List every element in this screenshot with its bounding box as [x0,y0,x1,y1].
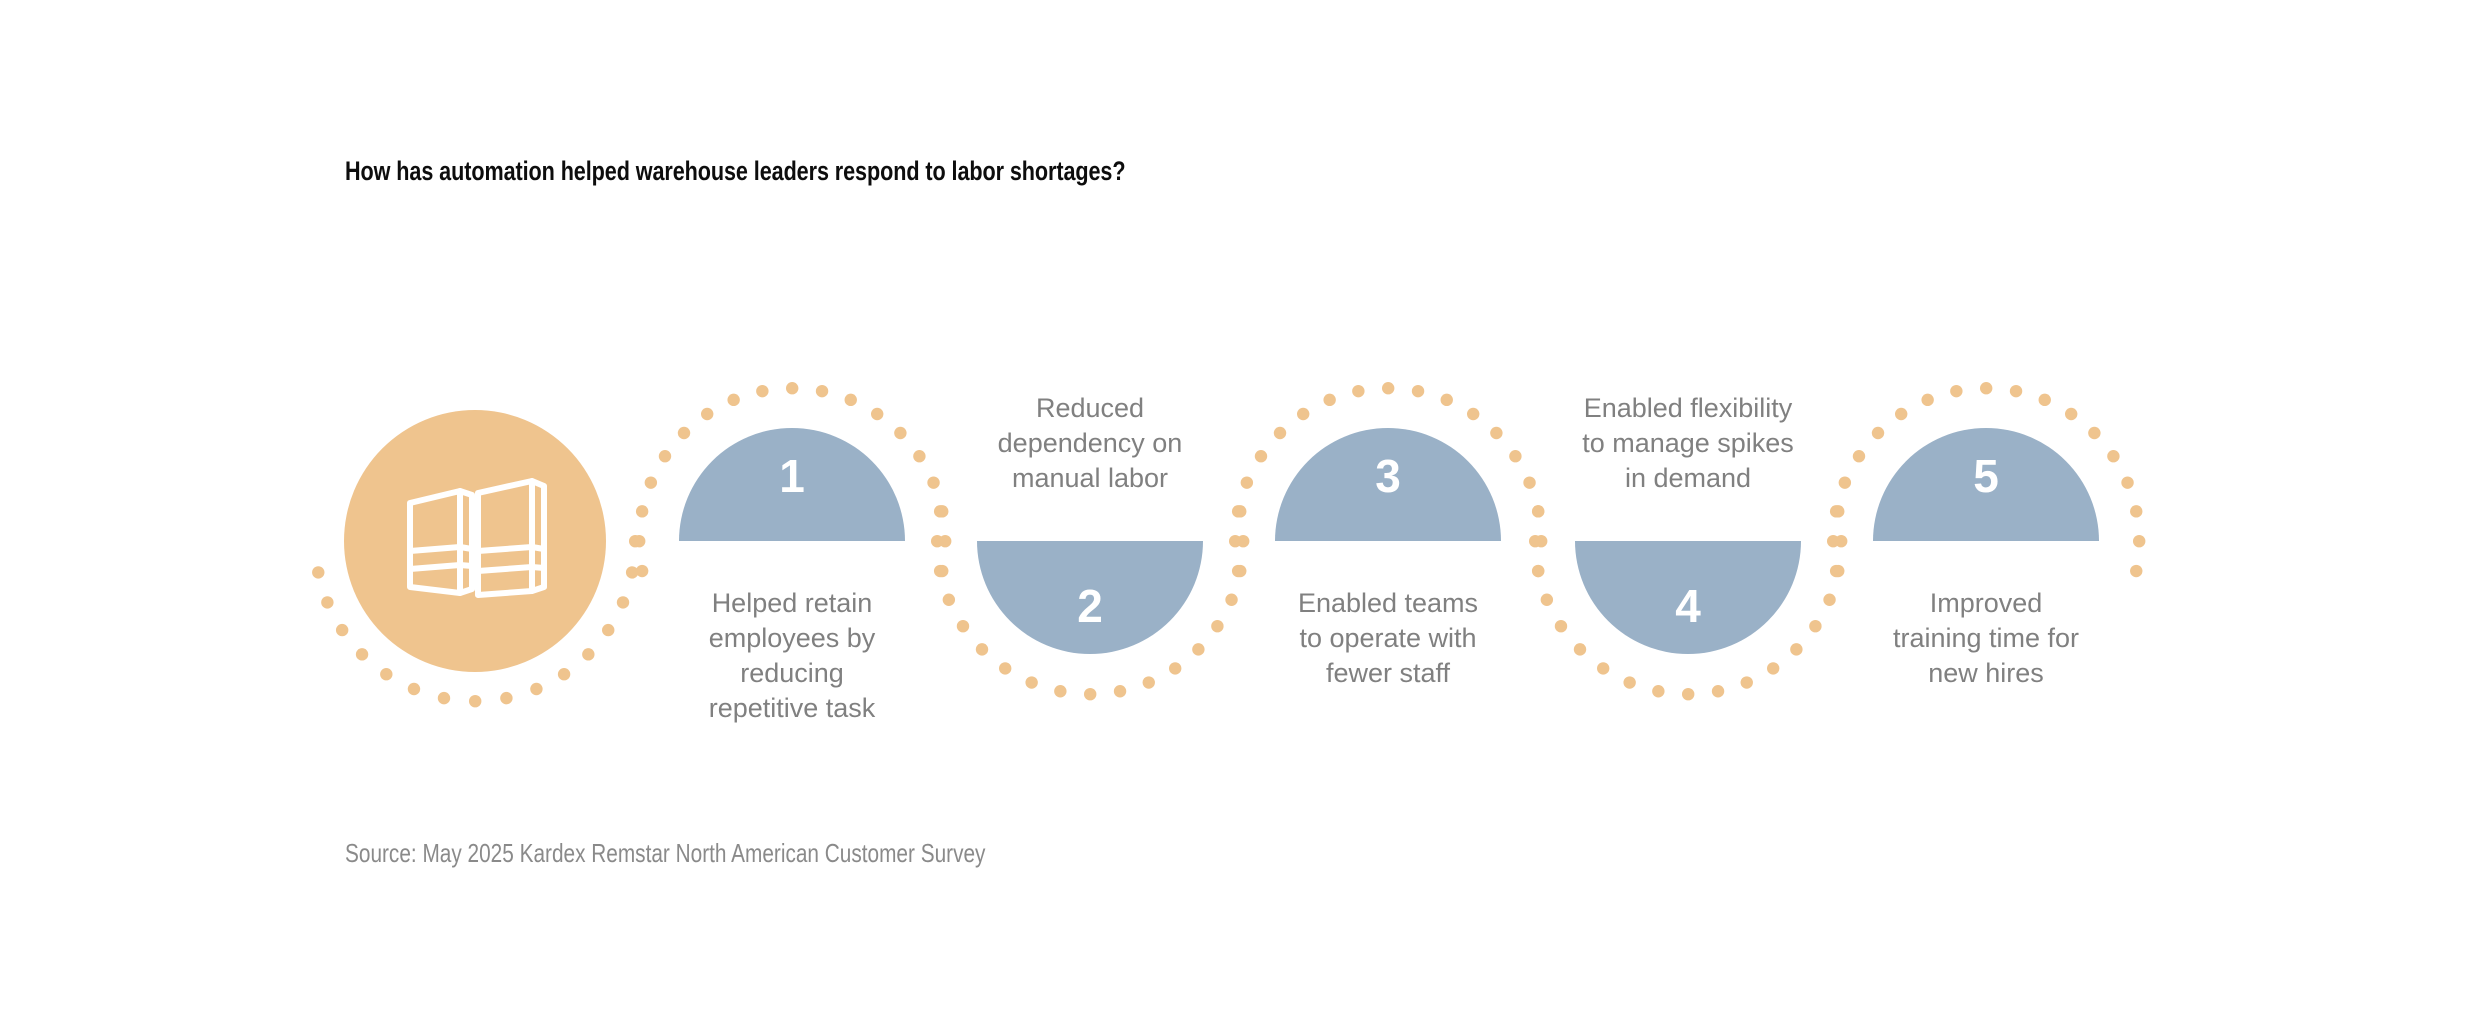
step-caption-4: Enabled flexibility to manage spikes in … [1582,392,1794,493]
lead-circle [344,410,606,672]
dotted-ring-step-5 [1826,381,2146,578]
step-caption-3: Enabled teams to operate with fewer staf… [1297,588,1479,689]
dotted-ring-step-3 [1228,381,1548,578]
dotted-ring-lead [311,534,642,708]
step-caption-2: Reduced dependency on manual labor [997,392,1183,493]
warehouse-shelving-icon [407,478,547,598]
source-note: Source: May 2025 Kardex Remstar North Am… [345,838,986,868]
step-caption-1: Helped retain employees by reducing repe… [708,588,876,724]
step-caption-5: Improved training time for new hires [1892,588,2080,689]
step-number-2: 2 [1077,580,1103,632]
step-number-3: 3 [1375,450,1401,502]
page-title: How has automation helped warehouse lead… [345,156,1126,186]
step-number-4: 4 [1675,580,1701,632]
step-number-5: 5 [1973,450,1999,502]
step-number-1: 1 [779,450,805,502]
